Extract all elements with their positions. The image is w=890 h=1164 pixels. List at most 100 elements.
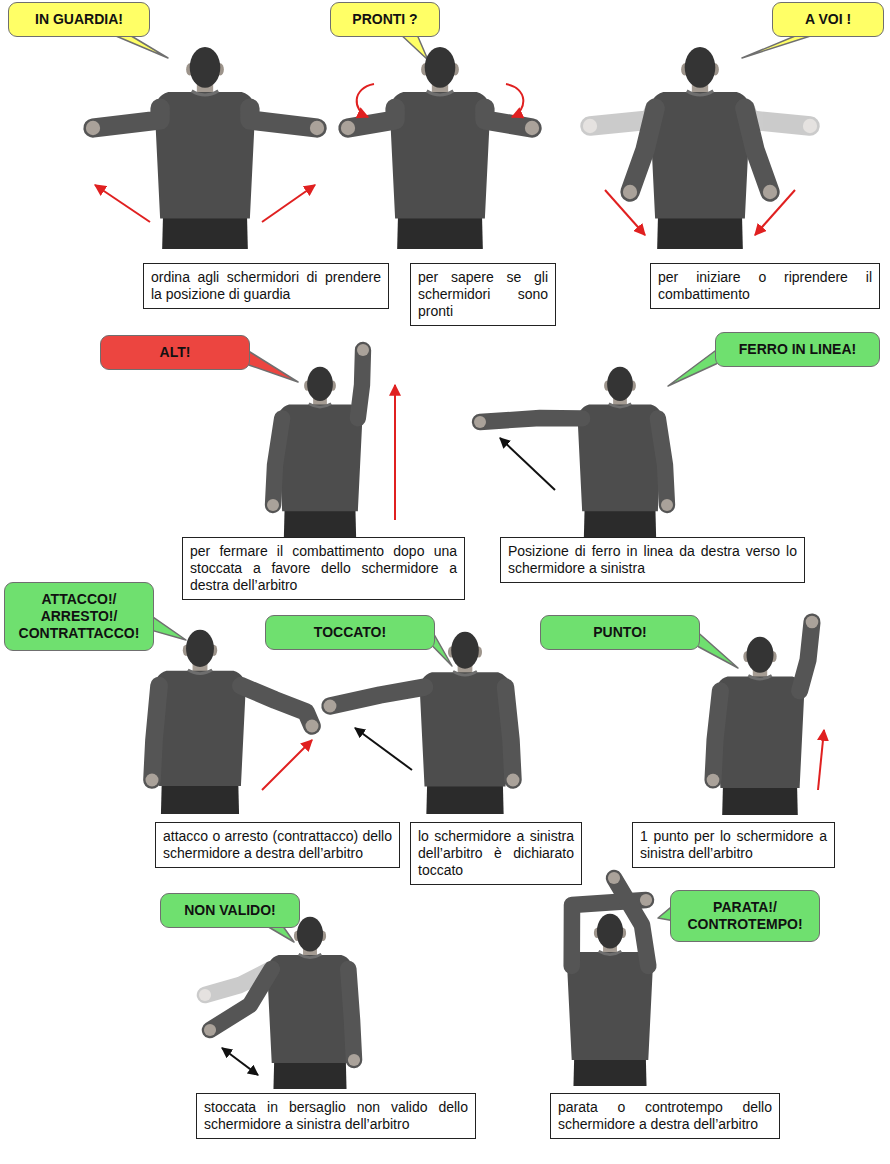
referee-figure — [583, 47, 817, 249]
arm — [250, 108, 324, 135]
referee-figure — [707, 616, 819, 815]
head — [297, 917, 323, 952]
bubble-tail — [668, 350, 717, 387]
hand — [145, 773, 158, 786]
sleeve — [745, 108, 770, 192]
sleeve — [93, 108, 160, 128]
referee-figure — [341, 47, 539, 249]
collar — [188, 670, 212, 674]
bubble-tail — [114, 35, 168, 58]
speech-bubble: TOCCATO! — [265, 615, 435, 650]
rotation-arrow — [506, 84, 523, 117]
head — [685, 47, 716, 88]
collar — [192, 91, 219, 95]
arm — [204, 969, 272, 1036]
rotation-arrow — [357, 84, 374, 117]
sleeve — [241, 686, 312, 726]
arm — [267, 418, 282, 511]
collar — [427, 91, 454, 95]
hand — [623, 185, 637, 199]
sweater — [578, 405, 662, 512]
sleeve — [152, 686, 159, 780]
arm — [485, 108, 539, 135]
caption-text: lo schermidore a sinistra dell’arbitro è… — [418, 828, 574, 879]
bubble-tail — [698, 633, 738, 669]
speech-bubble: PUNTO! — [540, 615, 700, 650]
hand — [806, 616, 819, 629]
bubble-tail — [152, 616, 186, 640]
bubble-text: IN GUARDIA! — [15, 11, 143, 28]
motion-arrow — [95, 185, 150, 222]
hand — [661, 499, 673, 511]
head — [186, 630, 214, 667]
hand — [707, 774, 720, 787]
motion-arrow — [355, 728, 412, 770]
caption-box: parata o controtempo dello schermidore a… — [550, 1093, 780, 1139]
bubble-text: A VOI ! — [779, 11, 877, 28]
motion-arrow — [262, 185, 315, 222]
caption-box: ordina agli schermidori di prendere la p… — [143, 263, 389, 309]
sweater — [154, 671, 245, 786]
hand — [341, 121, 355, 135]
motion-arrow — [818, 730, 824, 790]
sleeve — [505, 687, 513, 780]
referee-figure — [199, 917, 360, 1089]
bubble-text: NON VALIDO! — [167, 902, 293, 919]
caption-box: attacco o arresto (contrattacco) dello s… — [155, 822, 400, 868]
sleeve — [614, 878, 648, 966]
caption-box: per sapere se gli schermidori sono pront… — [410, 263, 556, 326]
head — [747, 637, 774, 673]
hand — [608, 872, 620, 884]
sleeve — [273, 418, 282, 505]
caption-box: Posizione di ferro in linea da destra ve… — [500, 537, 805, 583]
hand — [640, 894, 652, 906]
hand — [86, 121, 100, 135]
sleeve — [358, 350, 363, 418]
sweater — [390, 92, 490, 218]
motion-arrow — [222, 1048, 258, 1075]
sleeve — [630, 108, 655, 192]
hand — [583, 119, 597, 133]
collar — [599, 951, 622, 954]
sleeve — [658, 418, 667, 505]
arm — [474, 416, 582, 428]
caption-box: per fermare il combattimento dopo una st… — [182, 537, 465, 600]
arm — [357, 344, 369, 418]
head — [307, 367, 333, 401]
head — [190, 47, 221, 88]
referee-figure — [474, 367, 673, 537]
bubble-text: PUNTO! — [547, 624, 693, 641]
hand — [525, 121, 539, 135]
referee-figure — [145, 630, 318, 814]
arm — [658, 418, 673, 511]
bubble-text: ALT! — [107, 344, 243, 361]
motion-arrow — [500, 438, 555, 490]
sleeve — [480, 418, 582, 422]
speech-bubble: ATTACCO!/ ARRESTO!/ CONTRATTACCO! — [4, 582, 154, 651]
sweater — [278, 405, 362, 512]
hand — [324, 700, 337, 713]
speech-bubble: A VOI ! — [772, 2, 884, 37]
sweater — [650, 92, 750, 218]
head — [451, 632, 479, 669]
arm — [86, 108, 160, 135]
speech-bubble: FERRO IN LINEA! — [715, 332, 880, 367]
arm — [608, 872, 648, 966]
bubble-text: FERRO IN LINEA! — [722, 341, 873, 358]
arm — [348, 969, 360, 1066]
arm — [623, 108, 655, 199]
bubble-tail — [267, 926, 294, 942]
motion-arrow — [755, 190, 795, 235]
motion-arrow — [262, 740, 312, 790]
speech-bubble: PRONTI ? — [330, 2, 440, 37]
sleeve — [348, 108, 395, 128]
referee-figure — [86, 47, 324, 249]
motion-arrow — [605, 190, 645, 235]
arm — [800, 616, 819, 691]
sleeve — [210, 969, 272, 1030]
arm — [241, 686, 319, 733]
bubble-tails — [114, 35, 814, 942]
caption-box: 1 punto per lo schermidore a sinistra de… — [632, 822, 835, 868]
arm — [341, 108, 395, 135]
collar — [309, 404, 331, 407]
